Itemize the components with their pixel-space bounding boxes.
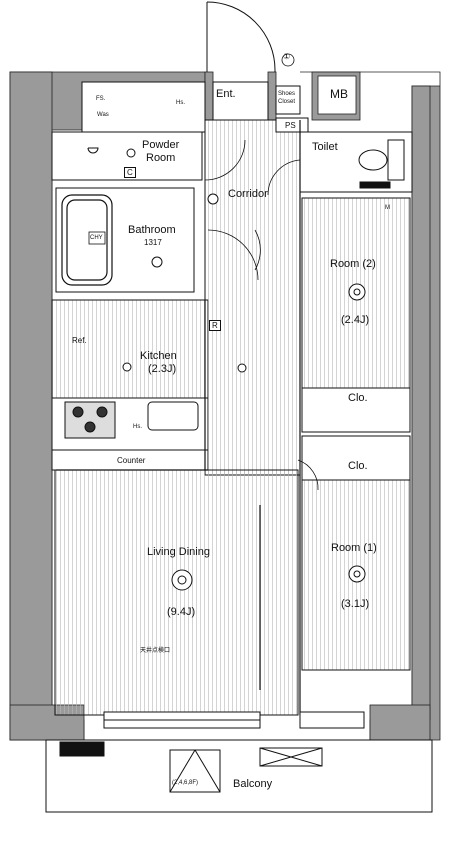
hs-label-kitchen: Hs. bbox=[133, 424, 142, 430]
living-dining-label: Living Dining bbox=[147, 546, 210, 558]
interior-doors[interactable] bbox=[204, 139, 319, 491]
closet-upper-label: Clo. bbox=[348, 392, 368, 404]
counter-label: Counter bbox=[117, 456, 146, 465]
was-label: Was bbox=[97, 112, 109, 118]
ceiling-note-label: 天井点検口 bbox=[140, 648, 171, 654]
entrance-area bbox=[212, 81, 309, 133]
column-marker bbox=[281, 53, 295, 67]
r-marker: R bbox=[209, 320, 221, 331]
partitions bbox=[56, 120, 301, 715]
kitchen-label: Kitchen bbox=[140, 350, 177, 362]
shoes-closet-label-1: Shoes bbox=[278, 91, 296, 97]
room2-size-label: (2.4J) bbox=[341, 314, 370, 326]
room1-label: Room (1) bbox=[331, 542, 377, 554]
kitchen-size-label: (2.3J) bbox=[148, 363, 177, 375]
living-size-label: (9.4J) bbox=[167, 606, 196, 618]
balcony-area bbox=[45, 739, 433, 813]
bathroom-size-label: 1317 bbox=[144, 238, 162, 247]
room1-size-label: (3.1J) bbox=[341, 598, 370, 610]
m-marker-room2: M bbox=[385, 205, 390, 211]
stove bbox=[64, 401, 116, 439]
balcony-window bbox=[103, 711, 365, 729]
powder-sink bbox=[87, 147, 99, 154]
chy-label: CHY bbox=[90, 235, 103, 241]
room2-label: Room (2) bbox=[330, 258, 376, 270]
hs-label-wash: Hs. bbox=[176, 100, 185, 106]
balcony-hatch bbox=[59, 741, 323, 793]
ref-label: Ref. bbox=[72, 336, 87, 345]
powder-room-label-1: Powder bbox=[142, 139, 180, 151]
bathroom-label: Bathroom bbox=[128, 224, 176, 236]
floor-areas bbox=[51, 81, 413, 716]
powder-room-label-2: Room bbox=[146, 152, 176, 164]
fs-label: FS. bbox=[96, 96, 106, 102]
mb-box bbox=[317, 75, 357, 115]
kitchen-sink bbox=[147, 401, 199, 431]
c-marker: C bbox=[124, 167, 136, 178]
entrance-label: Ent. bbox=[216, 88, 236, 100]
balcony-label: Balcony bbox=[233, 778, 273, 790]
toilet-fixture bbox=[358, 139, 405, 189]
toilet-label: Toilet bbox=[312, 141, 338, 153]
ceiling-lights bbox=[122, 148, 366, 591]
closet-lower-label: Clo. bbox=[348, 460, 368, 472]
column-ref-label: ① bbox=[283, 52, 291, 61]
corridor-label: Corridor bbox=[228, 188, 268, 200]
balcony-note-label: (2,4,6,8F) bbox=[172, 780, 199, 786]
bath-drain-icon bbox=[151, 256, 163, 268]
mb-label: MB bbox=[330, 87, 348, 101]
ps-label: PS bbox=[285, 121, 296, 130]
shoes-closet-label-2: Closet bbox=[278, 99, 296, 105]
entrance-door[interactable] bbox=[206, 1, 276, 72]
bathtub bbox=[61, 194, 113, 286]
